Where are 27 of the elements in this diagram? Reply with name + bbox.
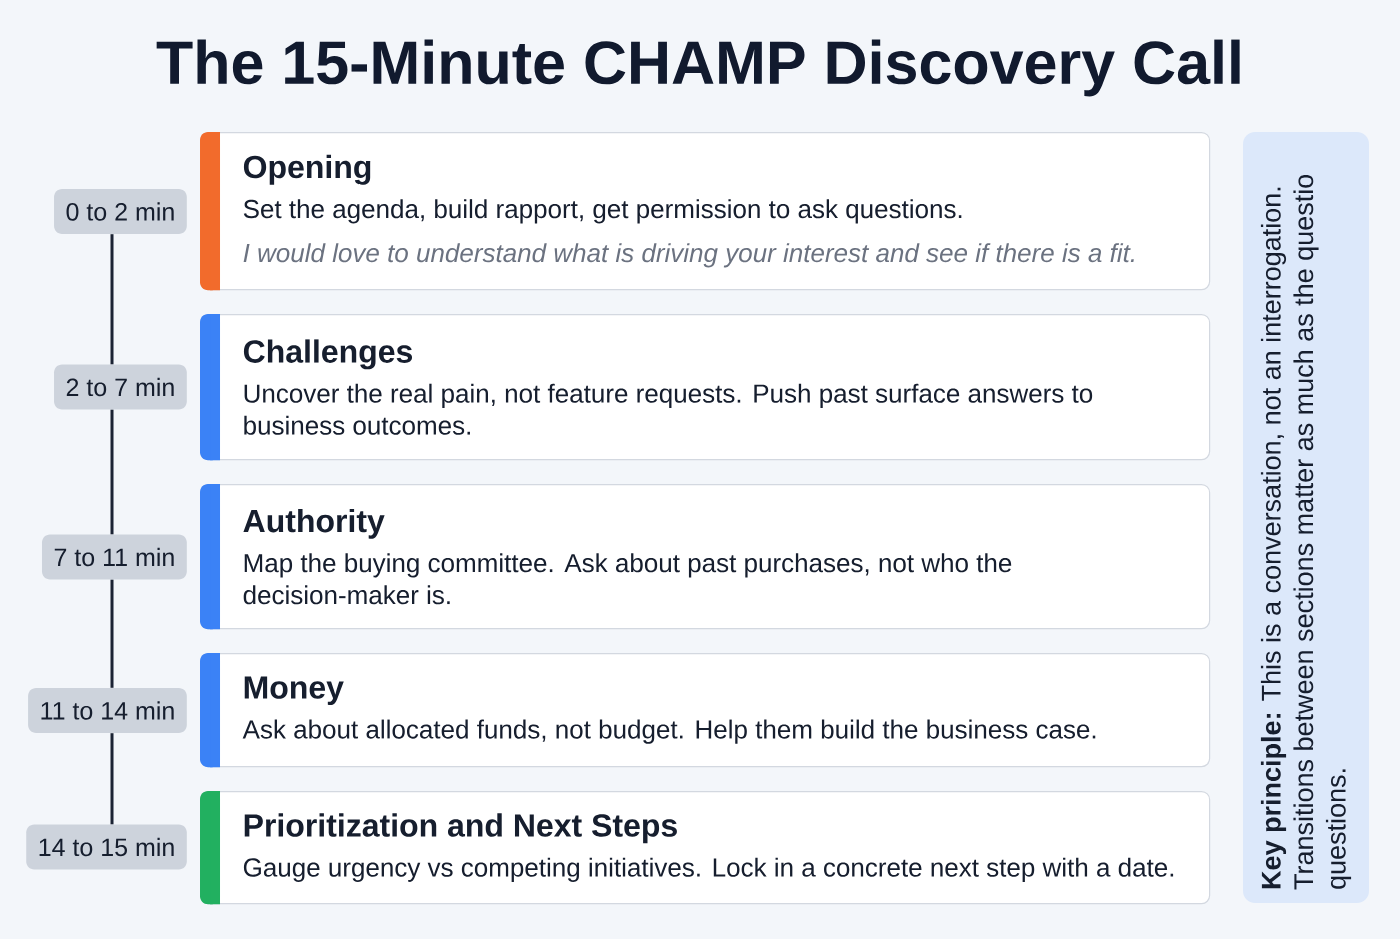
card (200, 314, 1211, 461)
card (200, 484, 1211, 630)
card-title: Prioritization and Next Steps (244, 813, 677, 844)
timeline-line (110, 409, 114, 535)
quote-text: I would love to understand what is driving your interest and see if there is a fit. (243, 243, 1134, 268)
timeline-line (110, 579, 114, 688)
card-text: Set the agenda, build rapport, get permission to ask questions. (243, 199, 962, 224)
card (200, 653, 1211, 768)
time-badge: 14 to 15 min (26, 824, 187, 870)
card (200, 791, 1211, 905)
card-text: Map the buying committee. Ask about past purchases, not who the decision-maker is. (243, 553, 1012, 605)
timeline-line (110, 234, 114, 365)
card (200, 132, 1211, 291)
card-text: Gauge urgency vs competing initiatives. Lock in a concrete next step with a date. (243, 857, 1174, 882)
time-badge: 7 to 11 min (42, 534, 187, 580)
card-title: Authority (243, 508, 385, 539)
title: The 15-Minute CHAMP Discovery Call (156, 39, 1240, 97)
card-title: Challenges (243, 339, 412, 370)
card-title: Money (244, 676, 344, 706)
timeline-line (110, 733, 114, 825)
card-title: Opening (243, 154, 371, 185)
card-text: Ask about allocated funds, not budget. Help them build the business case. (242, 719, 1096, 744)
note-text: Key principle: This is a conversation, not an interrogation. Transitions between sections matter as much as the questio questions. (1260, 174, 1352, 890)
time-badge: 2 to 7 min (54, 364, 187, 410)
card-text: Uncover the real pain, not feature requests. Push past surface answers to business outcomes. (244, 383, 1093, 435)
time-badge: 0 to 2 min (54, 189, 187, 234)
time-badge: 11 to 14 min (28, 688, 187, 733)
